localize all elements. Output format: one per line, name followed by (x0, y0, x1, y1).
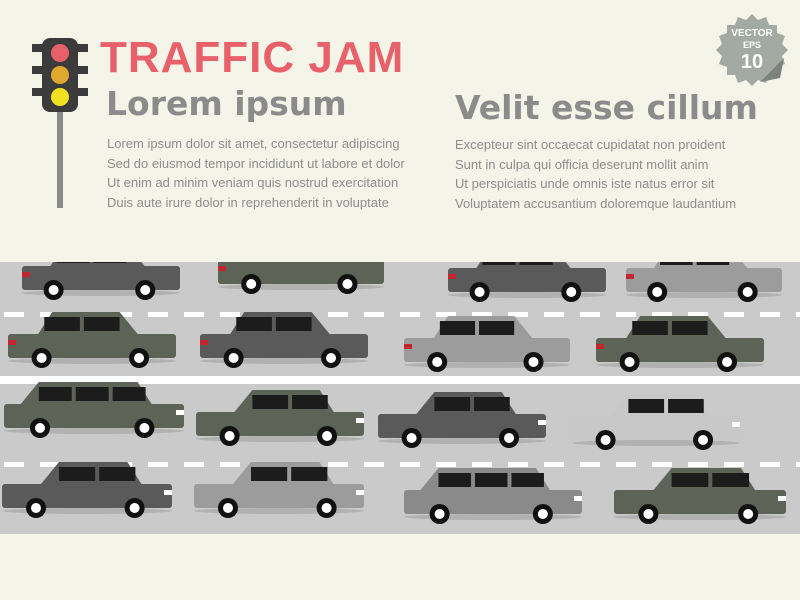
lane-dash (580, 312, 600, 317)
car-icon (196, 390, 364, 446)
car-icon (626, 262, 782, 302)
page-title: TRAFFIC JAM (100, 33, 405, 82)
right-paragraph-line: Excepteur sint occaecat cupidatat non pr… (455, 137, 726, 152)
car-icon (404, 316, 570, 372)
car-icon (8, 312, 176, 368)
vector-eps-badge-icon: VECTOR EPS 10 (716, 14, 788, 86)
lane-dash (760, 312, 780, 317)
badge-line-1: VECTOR (731, 28, 773, 39)
lane-dash (508, 462, 528, 467)
left-paragraph-line: Duis aute irure dolor in reprehenderit i… (107, 195, 389, 211)
lane-dash (148, 462, 168, 467)
car-icon (404, 468, 582, 524)
car-icon (448, 262, 606, 302)
lane-dash (580, 462, 600, 467)
car-icon (4, 382, 184, 438)
lane-dash (616, 312, 636, 317)
left-paragraph-line: Lorem ipsum dolor sit amet, consectetur … (107, 136, 400, 151)
lane-dash (688, 312, 708, 317)
badge-line-3: 10 (741, 51, 763, 73)
lane-dash (400, 312, 420, 317)
right-paragraph-line: Sunt in culpa qui officia deserunt molli… (455, 156, 709, 172)
lane-dash (652, 312, 672, 317)
cars (2, 262, 786, 524)
lane-dash (364, 312, 384, 317)
car-icon (572, 394, 740, 450)
car-icon (596, 316, 764, 372)
car-icon (378, 392, 546, 448)
car-icon (200, 312, 368, 368)
lane-dash (220, 462, 240, 467)
left-paragraph-line: Sed do eiusmod tempor incididunt ut labo… (107, 155, 405, 171)
lane-dash (616, 462, 636, 467)
left-paragraph-line: Ut enim ad minim veniam quis nostrud exe… (107, 175, 399, 191)
right-paragraph: Excepteur sint occaecat cupidatat non pr… (455, 135, 775, 214)
lane-dash (724, 462, 744, 467)
lane-dash (544, 462, 564, 467)
car-icon (22, 262, 180, 300)
car-icon (194, 462, 364, 518)
car-icon (218, 262, 384, 294)
lane-dash (544, 312, 564, 317)
lane-dash (40, 462, 60, 467)
left-paragraph: Lorem ipsum dolor sit amet, consectetur … (107, 134, 437, 213)
car-icon (614, 468, 786, 524)
right-paragraph-line: Voluptatem accusantium doloremque laudan… (455, 196, 737, 212)
lane-dash (796, 462, 800, 467)
lane-dash (436, 312, 456, 317)
lane-dash (508, 312, 528, 317)
lane-dash (436, 462, 456, 467)
lane-dash (112, 312, 132, 317)
traffic-light-icon (32, 38, 88, 208)
lane-dash (760, 462, 780, 467)
left-heading: Lorem ipsum (106, 84, 347, 123)
lane-dash (328, 462, 348, 467)
lane-dash (4, 462, 24, 467)
lane-dash (220, 312, 240, 317)
lane-dash (40, 312, 60, 317)
right-heading: Velit esse cillum (455, 88, 758, 127)
right-paragraph-line: Ut perspiciatis unde omnis iste natus er… (455, 176, 715, 192)
lane-dash (472, 462, 492, 467)
lane-dash (472, 312, 492, 317)
lane-dash (328, 312, 348, 317)
car-icon (2, 462, 172, 518)
lane-dash (688, 462, 708, 467)
lane-dash (400, 462, 420, 467)
lane-dash (724, 312, 744, 317)
lane-dash (652, 462, 672, 467)
lane-dash (4, 312, 24, 317)
lane-dash (796, 312, 800, 317)
road (0, 262, 800, 534)
lane-dash (184, 462, 204, 467)
badge-line-2: EPS (743, 40, 761, 50)
road-divider (0, 376, 800, 384)
lane-dash (184, 312, 204, 317)
lane-dash (364, 462, 384, 467)
lane-dash (148, 312, 168, 317)
